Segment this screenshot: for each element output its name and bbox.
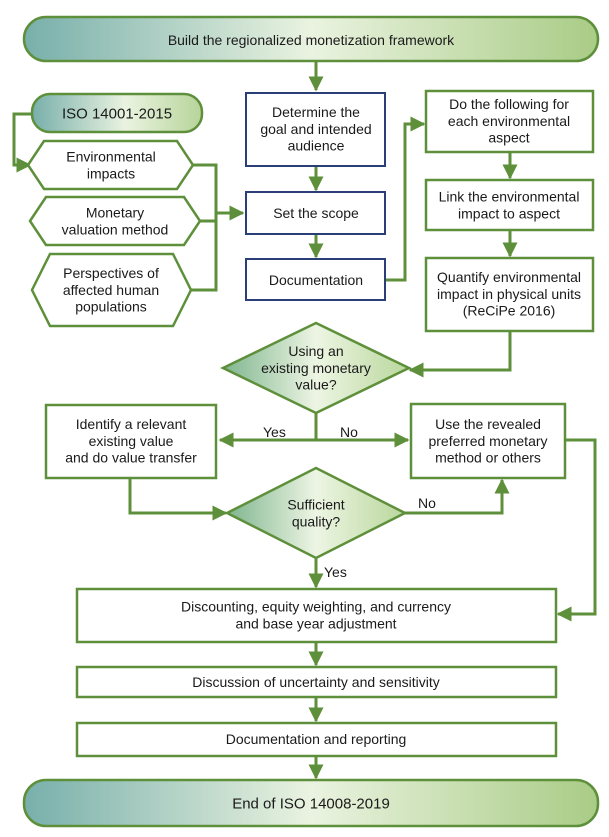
label-line: Documentation and reporting bbox=[226, 731, 407, 747]
label-line: and do value transfer bbox=[65, 450, 197, 466]
edge-identify-to-quality bbox=[128, 478, 228, 521]
label-line: ISO 14001-2015 bbox=[62, 105, 172, 122]
edge-iso-to-impacts bbox=[12, 112, 32, 173]
label-line: Link the environmental bbox=[439, 189, 580, 205]
label-line: method or others bbox=[435, 450, 541, 466]
label-line: Identify a relevant bbox=[76, 416, 187, 432]
yes-label-existing: Yes bbox=[263, 424, 286, 440]
label-line: Discussion of uncertainty and sensitivit… bbox=[192, 674, 439, 690]
label-line: existing monetary bbox=[261, 360, 371, 376]
box-discounting: Discounting, equity weighting, and curre… bbox=[75, 587, 558, 644]
set-scope-text: Set the scope bbox=[273, 205, 359, 221]
edge-documentation-to-aspect bbox=[385, 116, 426, 282]
label-line: Monetary bbox=[86, 205, 144, 221]
label-line: goal and intended bbox=[260, 121, 371, 137]
label-line: quality? bbox=[292, 513, 340, 529]
box-uncertainty: Discussion of uncertainty and sensitivit… bbox=[75, 665, 558, 699]
label-line: aspect bbox=[488, 130, 529, 146]
edge-revealed-to-discounting bbox=[556, 438, 597, 622]
label-line: Use the revealed bbox=[435, 416, 541, 432]
reporting-text: Documentation and reporting bbox=[226, 731, 407, 747]
yes-label-quality: Yes bbox=[324, 564, 347, 580]
uncertainty-text: Discussion of uncertainty and sensitivit… bbox=[192, 674, 439, 690]
label-line: audience bbox=[288, 138, 345, 154]
label-line: (ReCiPe 2016) bbox=[463, 303, 556, 319]
label-line: value? bbox=[295, 377, 336, 393]
label-line: Discounting, equity weighting, and curre… bbox=[181, 599, 451, 615]
start-banner-text: Build the regionalized monetization fram… bbox=[168, 32, 455, 48]
label-line: impact to aspect bbox=[458, 205, 560, 221]
label-line: End of ISO 14008-2019 bbox=[232, 795, 390, 812]
label-line: populations bbox=[75, 299, 147, 315]
edge-quality-no-to-revealed bbox=[405, 478, 510, 515]
label-line: Documentation bbox=[269, 272, 363, 288]
label-line: impact in physical units bbox=[437, 286, 581, 302]
label-line: each environmental bbox=[448, 113, 570, 129]
label-line: Set the scope bbox=[273, 205, 359, 221]
edge-inputs-bracket bbox=[190, 163, 218, 292]
no-label-existing: No bbox=[340, 424, 358, 440]
label-line: and base year adjustment bbox=[235, 615, 396, 631]
label-line: Build the regionalized monetization fram… bbox=[168, 32, 455, 48]
iso-14001-text: ISO 14001-2015 bbox=[62, 105, 172, 122]
edge-quantify-to-decision bbox=[408, 331, 512, 378]
label-line: affected human bbox=[63, 282, 159, 298]
label-line: existing value bbox=[89, 433, 174, 449]
start-banner: Build the regionalized monetization fram… bbox=[22, 15, 600, 63]
label-line: Sufficient bbox=[287, 497, 344, 513]
label-line: Quantify environmental bbox=[437, 269, 581, 285]
box-reporting: Documentation and reporting bbox=[75, 721, 558, 758]
label-line: valuation method bbox=[62, 221, 169, 237]
label-line: impacts bbox=[87, 165, 135, 181]
label-line: preferred monetary bbox=[428, 433, 547, 449]
label-line: Using an bbox=[288, 343, 343, 359]
documentation-text: Documentation bbox=[269, 272, 363, 288]
label-line: Environmental bbox=[66, 149, 156, 165]
discounting-text: Discounting, equity weighting, and curre… bbox=[181, 599, 451, 632]
label-line: Determine the bbox=[272, 104, 360, 120]
no-label-quality: No bbox=[418, 495, 436, 511]
box-set-scope: Set the scope bbox=[245, 191, 386, 235]
box-documentation: Documentation bbox=[245, 258, 386, 301]
end-banner: End of ISO 14008-2019 bbox=[22, 778, 600, 828]
end-banner-text: End of ISO 14008-2019 bbox=[232, 795, 390, 812]
iso-14001-pill: ISO 14001-2015 bbox=[30, 92, 204, 134]
label-line: Perspectives of bbox=[63, 265, 159, 281]
label-line: Do the following for bbox=[449, 96, 569, 112]
